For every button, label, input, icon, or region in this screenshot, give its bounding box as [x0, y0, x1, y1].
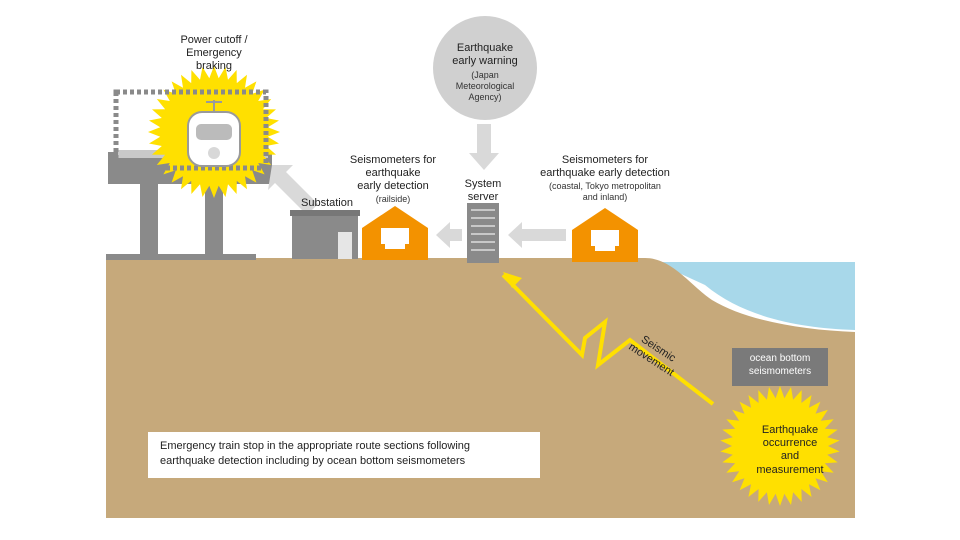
coastal-sub-line1: (coastal, Tokyo metropolitan — [549, 181, 661, 191]
railside-title-line2: earthquake — [365, 167, 421, 180]
eew-circle — [433, 16, 537, 120]
eew-sub-line1: (Japan — [471, 70, 499, 80]
eew-title-line2: early warning — [452, 55, 518, 68]
server-line2: server — [467, 191, 499, 204]
arrow-to-train — [268, 165, 318, 215]
earthquake-burst — [720, 386, 840, 506]
seismic-wave — [501, 273, 715, 406]
substation-icon — [290, 210, 360, 259]
railside-seismometer-label: Seismometers for earthquake early detect… — [338, 154, 448, 194]
eq-line4: measurement — [756, 463, 824, 476]
eq-line3: and — [780, 450, 800, 463]
ocean-line1: ocean bottom — [749, 353, 811, 364]
substation-label: Substation — [301, 197, 353, 209]
coastal-seismometer-icon — [572, 208, 638, 262]
coastal-title-line2: earthquake early detection — [540, 167, 670, 180]
caption-line1: Emergency train stop in the appropriate … — [160, 440, 471, 452]
catenary-frame — [113, 89, 269, 171]
earthquake-occurrence-label: Earthquake occurrence and measurement — [740, 424, 840, 477]
ocean-line2: seismometers — [748, 365, 812, 377]
coastal-sub-label: (coastal, Tokyo metropolitan and inland) — [530, 181, 680, 203]
eq-line1: Earthquake — [761, 424, 819, 436]
coastal-sub-line2: and inland) — [582, 191, 628, 202]
coastal-seismometer-label: Seismometers for earthquake early detect… — [530, 154, 680, 180]
server-line1: System — [464, 178, 502, 190]
coastal-title-line1: Seismometers for — [561, 154, 649, 166]
sea — [655, 262, 855, 330]
power-cutoff-label: Power cutoff / Emergency braking — [164, 34, 264, 74]
railside-title-line3: early detection — [357, 180, 429, 193]
eq-line2: occurrence — [762, 437, 818, 450]
arrow-coastal-to-server — [508, 222, 566, 248]
eew-sub-line2: Meteorological — [455, 80, 515, 91]
power-cutoff-line2: Emergency — [186, 47, 242, 60]
railside-seismometer-icon — [362, 206, 428, 260]
eew-sub-line3: Agency) — [468, 91, 502, 102]
arrow-eew-to-server — [469, 124, 499, 170]
system-server-icon — [467, 203, 499, 263]
eew-sub-label: (Japan Meteorological Agency) — [435, 70, 535, 102]
eew-label: Earthquake early warning — [435, 42, 535, 68]
arrow-server-to-railside — [436, 222, 462, 248]
caption-line2: earthquake detection including by ocean … — [160, 454, 466, 467]
caption-box: Emergency train stop in the appropriate … — [148, 432, 540, 478]
power-cutoff-line1: Power cutoff / — [180, 34, 248, 46]
railside-title-line1: Seismometers for — [349, 154, 437, 166]
train-icon — [187, 100, 241, 167]
system-server-label: System server — [452, 178, 514, 204]
ocean-bottom-seismometers-box: ocean bottom seismometers — [732, 348, 828, 386]
seismic-arrowhead — [503, 272, 522, 288]
power-cutoff-line3: braking — [195, 60, 233, 73]
eew-title-line1: Earthquake — [456, 42, 514, 54]
railside-sub-label: (railside) — [375, 194, 411, 204]
